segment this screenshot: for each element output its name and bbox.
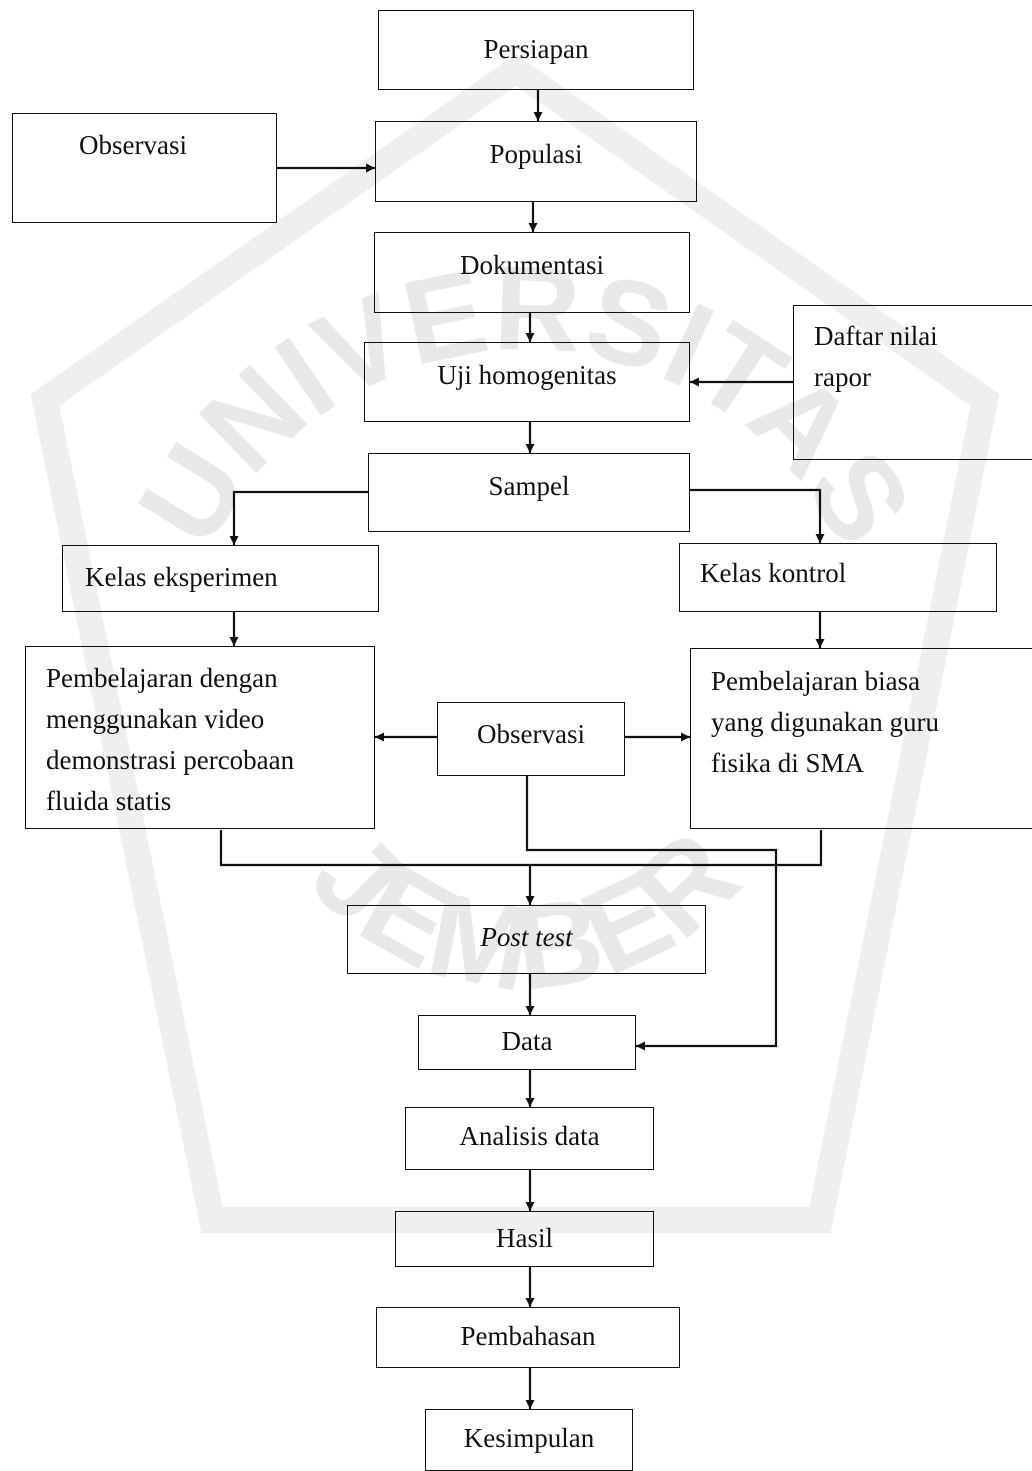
node-populasi: Populasi xyxy=(375,121,697,202)
node-pembelajaran-biasa-label: Pembelajaran biasa yang digunakan guru f… xyxy=(711,666,939,778)
node-populasi-label: Populasi xyxy=(489,139,583,169)
node-observasi-top-label: Observasi xyxy=(79,130,187,160)
node-observasi-mid-label: Observasi xyxy=(477,719,585,749)
node-hasil: Hasil xyxy=(395,1211,654,1267)
node-hasil-label: Hasil xyxy=(496,1223,553,1253)
edge-sampel-eksperimen xyxy=(229,490,368,545)
node-pembelajaran-video-label: Pembelajaran dengan menggunakan video de… xyxy=(46,663,295,816)
node-sampel: Sampel xyxy=(368,453,690,532)
edge-sampel-kontrol xyxy=(690,488,825,543)
node-kelas-kontrol: Kelas kontrol xyxy=(679,543,997,612)
node-kelas-kontrol-label: Kelas kontrol xyxy=(700,558,847,588)
node-analisis-data: Analisis data xyxy=(405,1107,654,1170)
node-daftar-nilai-label: Daftar nilai rapor xyxy=(814,321,938,392)
node-daftar-nilai: Daftar nilai rapor xyxy=(793,305,1032,460)
node-pembahasan: Pembahasan xyxy=(376,1307,680,1368)
node-dokumentasi: Dokumentasi xyxy=(374,232,690,313)
node-data: Data xyxy=(418,1015,636,1070)
node-dokumentasi-label: Dokumentasi xyxy=(460,250,604,280)
node-analisis-data-label: Analisis data xyxy=(459,1121,600,1151)
node-uji-homogenitas: Uji homogenitas xyxy=(364,342,690,422)
node-post-test: Post test xyxy=(347,905,706,974)
node-kelas-eksperimen: Kelas eksperimen xyxy=(62,545,379,612)
node-post-test-label: Post test xyxy=(480,922,573,952)
node-pembelajaran-video: Pembelajaran dengan menggunakan video de… xyxy=(25,646,375,829)
node-uji-homogenitas-label: Uji homogenitas xyxy=(437,360,617,390)
edge-merge-right xyxy=(530,830,823,867)
node-kesimpulan: Kesimpulan xyxy=(425,1409,633,1471)
node-observasi-top: Observasi xyxy=(12,113,277,223)
node-kelas-eksperimen-label: Kelas eksperimen xyxy=(85,562,278,592)
node-observasi-mid: Observasi xyxy=(437,702,625,776)
node-sampel-label: Sampel xyxy=(488,471,570,501)
node-data-label: Data xyxy=(501,1026,553,1056)
node-pembahasan-label: Pembahasan xyxy=(460,1321,596,1351)
node-kesimpulan-label: Kesimpulan xyxy=(463,1423,595,1453)
edge-observasi-data xyxy=(525,776,778,1051)
node-persiapan: Persiapan xyxy=(378,10,694,90)
node-persiapan-label: Persiapan xyxy=(483,34,589,64)
node-pembelajaran-biasa: Pembelajaran biasa yang digunakan guru f… xyxy=(690,648,1032,829)
edge-merge-left xyxy=(219,830,530,867)
watermark-shield-shape xyxy=(30,54,1000,1233)
